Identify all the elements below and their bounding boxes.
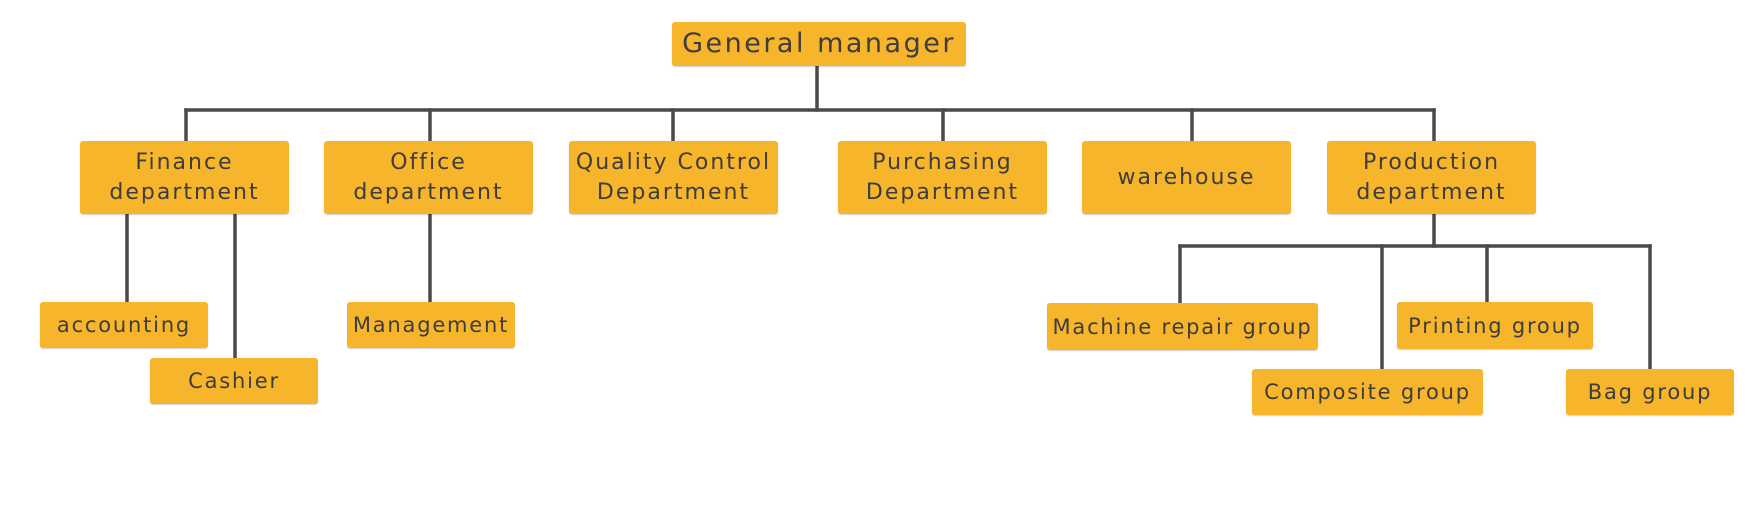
- node-composite-group-label: Composite group: [1264, 380, 1471, 404]
- node-general-manager-label: General manager: [682, 28, 956, 59]
- node-accounting: accounting: [40, 302, 208, 348]
- node-management: Management: [347, 302, 515, 348]
- node-machine-repair-group-label: Machine repair group: [1052, 314, 1313, 339]
- node-finance-department-label: Finance department: [109, 149, 260, 205]
- node-purchasing-department-label: Purchasing Department: [865, 149, 1020, 205]
- node-cashier: Cashier: [150, 358, 318, 404]
- node-warehouse: warehouse: [1082, 141, 1291, 214]
- node-printing-group-label: Printing group: [1408, 313, 1582, 338]
- node-management-label: Management: [352, 313, 510, 337]
- node-finance-department: Finance department: [80, 141, 289, 214]
- node-bag-group-label: Bag group: [1587, 380, 1713, 404]
- node-quality-control-department-label: Quality Control Department: [575, 149, 772, 205]
- node-printing-group: Printing group: [1397, 302, 1593, 349]
- node-office-department-label: Office department: [353, 149, 504, 205]
- node-purchasing-department: Purchasing Department: [838, 141, 1047, 214]
- node-bag-group: Bag group: [1566, 369, 1734, 415]
- node-accounting-label: accounting: [56, 313, 192, 337]
- node-production-department-label: Production department: [1356, 149, 1507, 205]
- node-office-department: Office department: [324, 141, 533, 214]
- node-production-department: Production department: [1327, 141, 1536, 214]
- node-quality-control-department: Quality Control Department: [569, 141, 778, 214]
- node-warehouse-label: warehouse: [1117, 164, 1256, 190]
- node-cashier-label: Cashier: [188, 369, 280, 393]
- node-composite-group: Composite group: [1252, 369, 1483, 415]
- node-general-manager: General manager: [672, 22, 966, 66]
- node-machine-repair-group: Machine repair group: [1047, 303, 1318, 350]
